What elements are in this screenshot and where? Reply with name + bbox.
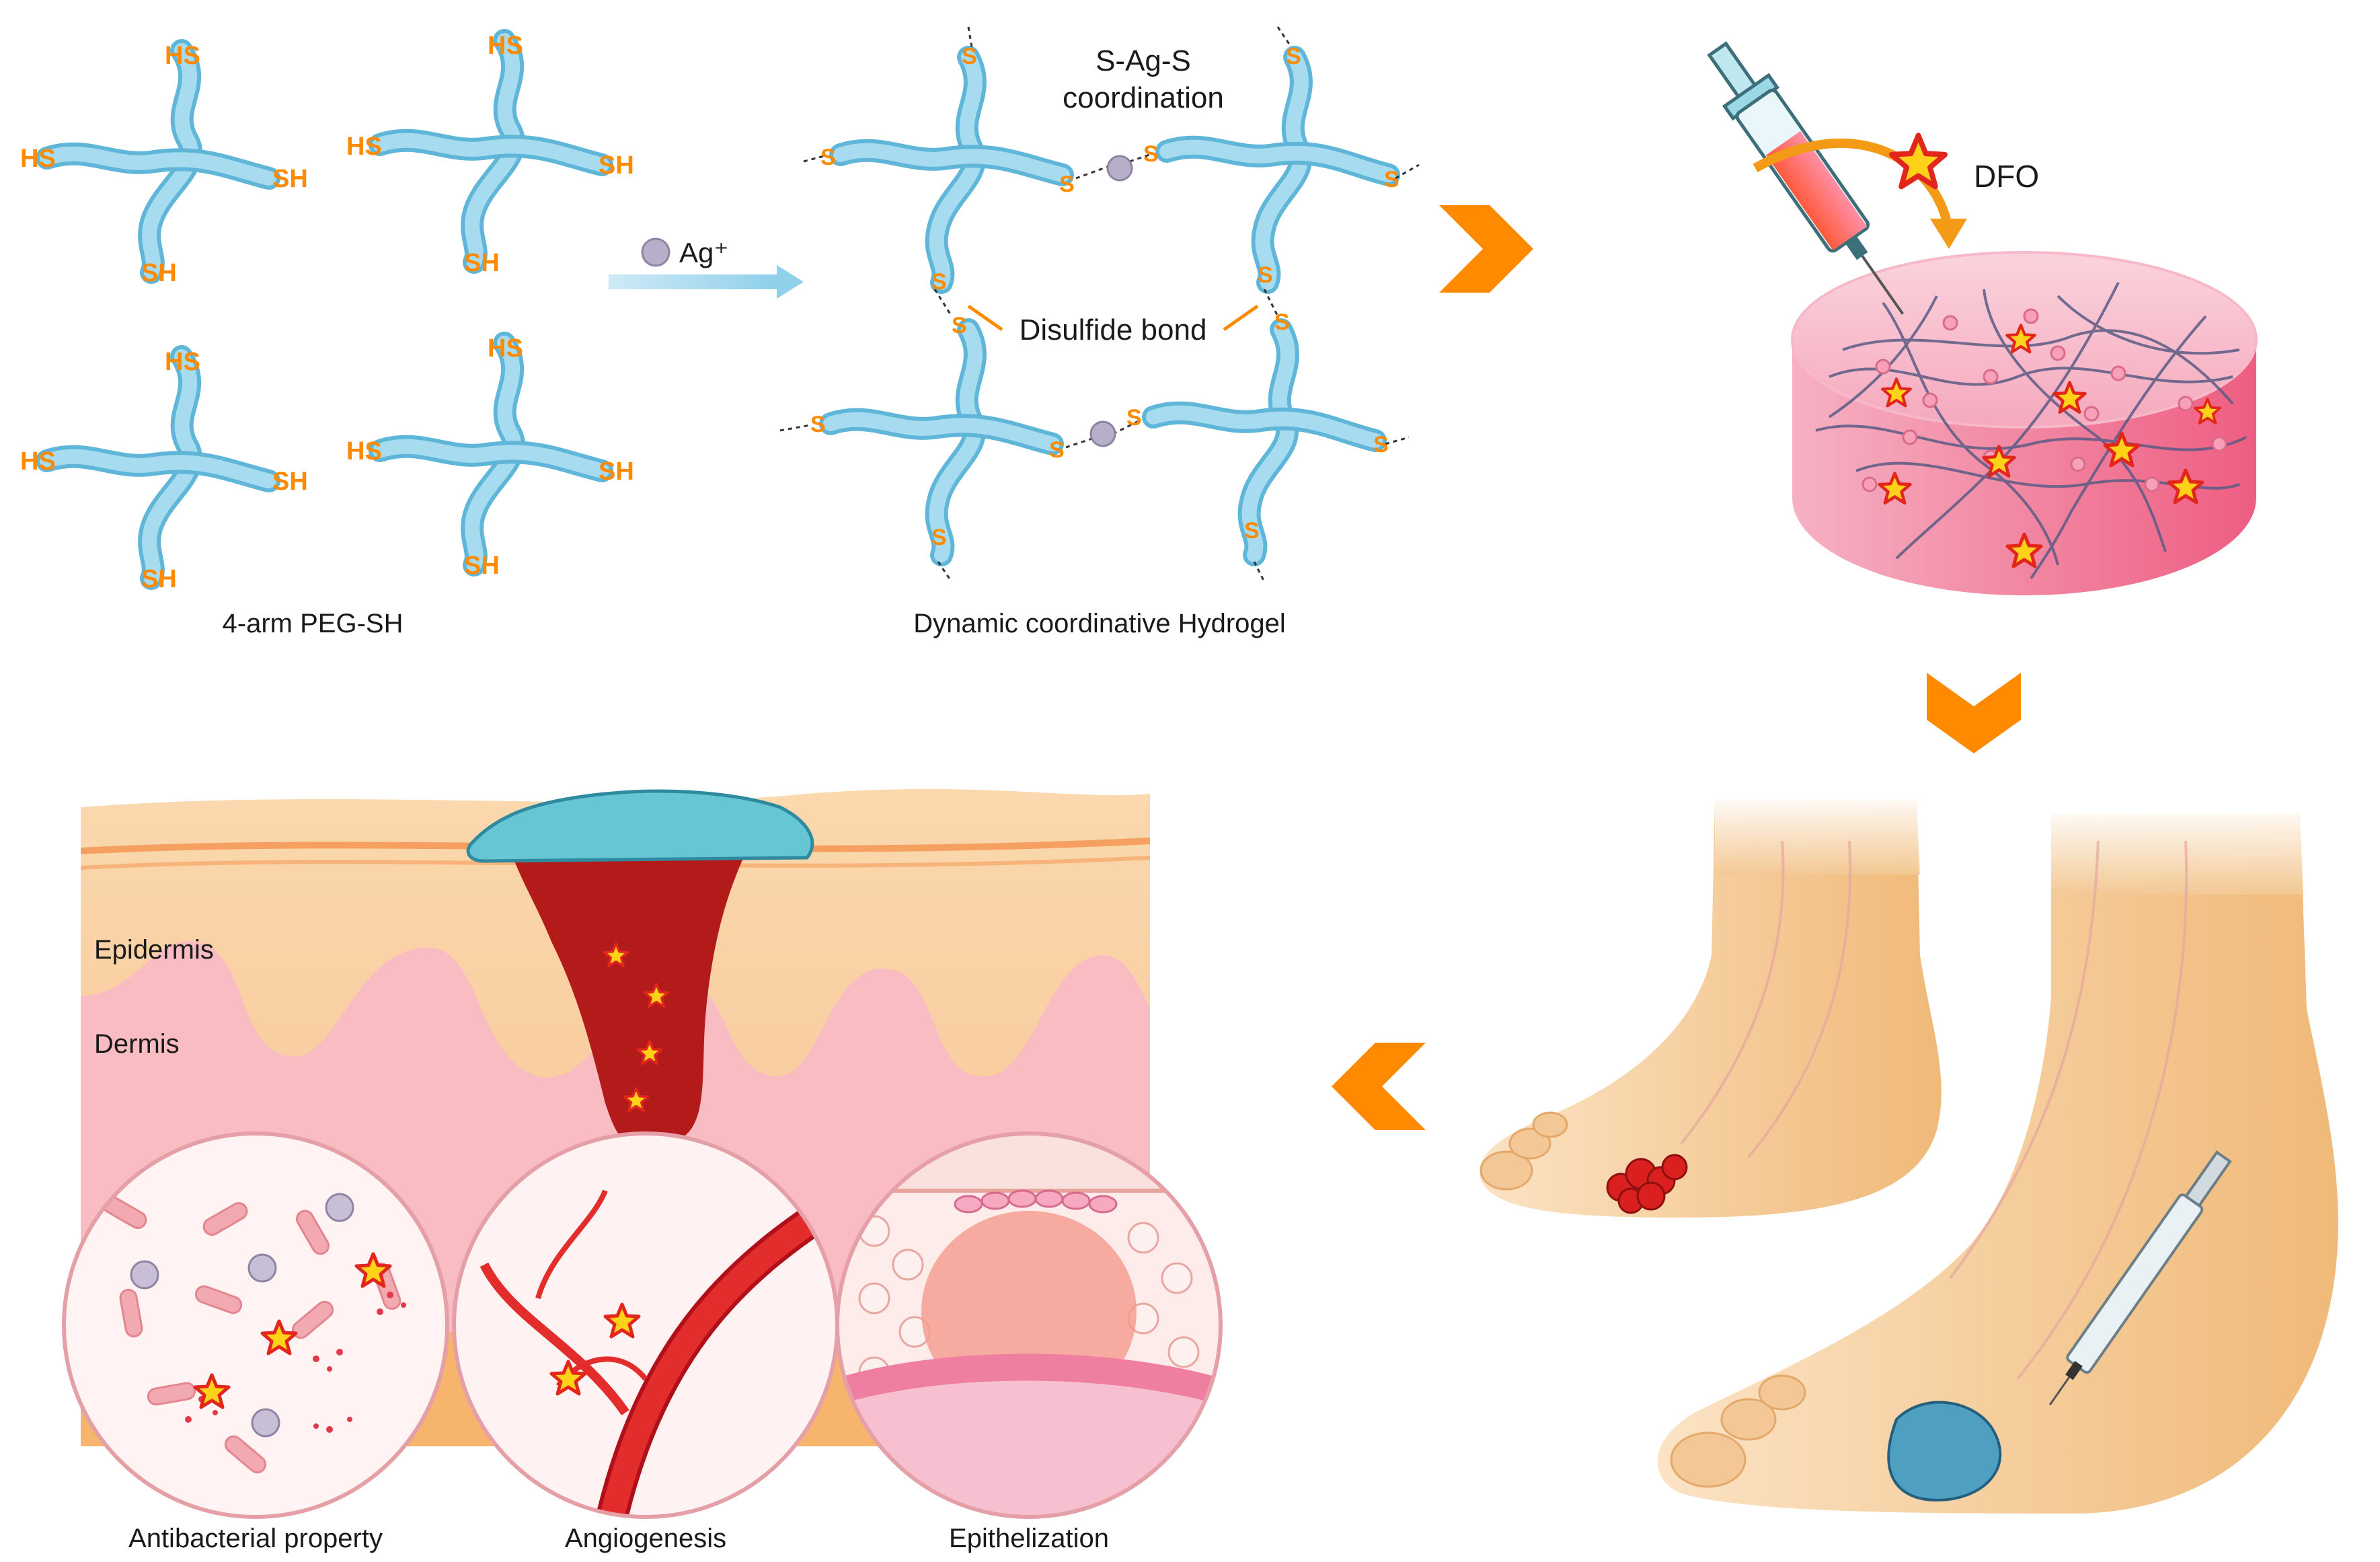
- pointer-arrow: [1223, 304, 1259, 332]
- inset-label: Angiogenesis: [565, 1524, 726, 1553]
- peg-molecules: HS HS SH SH HS HS SH SH HS HS SH SH HS H…: [20, 29, 634, 638]
- hydrogel-disc: [1791, 251, 2258, 595]
- sulfur-label: S: [1258, 262, 1273, 288]
- silver-ion-icon: [641, 237, 670, 267]
- sulfur-label: S: [1373, 432, 1389, 457]
- sulfur-label: S: [1049, 437, 1065, 463]
- thiol-label: HS: [488, 32, 523, 60]
- silver-ion-icon: [1106, 155, 1133, 182]
- wound-bed: [511, 851, 746, 1146]
- sulfur-label: S: [810, 412, 826, 437]
- thiol-label: SH: [272, 165, 308, 193]
- epidermis-label: Epidermis: [94, 935, 214, 965]
- sulfur-label: S: [1059, 172, 1075, 197]
- network-molecule: [829, 46, 1074, 294]
- thiol-label: SH: [464, 552, 500, 580]
- peg-molecule-4: [369, 332, 613, 577]
- ag-arrow: Ag⁺: [609, 237, 804, 299]
- peg-molecule-2: [369, 29, 613, 274]
- sulfur-label: S: [931, 269, 947, 295]
- coordination-label-line1: S-Ag-S: [1096, 44, 1191, 77]
- thiol-label: SH: [141, 565, 177, 593]
- chevron-down-icon: [1927, 673, 2021, 753]
- coordination-label-line2: coordination: [1063, 81, 1224, 114]
- thiol-label: HS: [346, 133, 382, 161]
- sulfur-label: S: [1143, 141, 1159, 167]
- network-molecule: [1142, 318, 1387, 566]
- foot-illustration: [1480, 801, 2338, 1514]
- network-molecule: [1155, 46, 1400, 294]
- thiol-label: HS: [165, 42, 200, 70]
- chevron-right-icon: [1439, 205, 1533, 293]
- thiol-label: HS: [20, 145, 56, 173]
- thiol-label: SH: [272, 468, 308, 496]
- peg-molecule-3: [36, 345, 280, 590]
- sulfur-label: S: [1286, 44, 1301, 69]
- sulfur-label: S: [1384, 167, 1399, 192]
- network-molecule: [819, 318, 1064, 566]
- sulfur-label: S: [820, 145, 836, 170]
- sulfur-label: S: [1274, 309, 1290, 335]
- pointer-arrow: [967, 304, 1003, 332]
- dfo-star-icon: [1892, 135, 1945, 186]
- thiol-label: SH: [141, 259, 177, 287]
- dfo-label: DFO: [1974, 159, 2039, 194]
- syringe-icon: [1707, 41, 1905, 315]
- ag-label: Ag⁺: [679, 237, 729, 268]
- hydrogel-network: S S S S S S S S S S S S S S S S S-Ag-S c…: [779, 26, 1420, 638]
- sulfur-label: S: [1126, 405, 1142, 431]
- thiol-label: HS: [346, 437, 382, 466]
- inset-epithelization: Epithelization: [835, 1131, 1223, 1553]
- thiol-label: SH: [464, 249, 500, 277]
- dermis-label: Dermis: [94, 1029, 180, 1059]
- inset-label: Antibacterial property: [128, 1524, 383, 1553]
- injection-arrow: [1753, 139, 1952, 223]
- wound-ulcer: [1606, 1154, 1688, 1214]
- sulfur-label: S: [962, 44, 977, 69]
- thiol-label: HS: [165, 348, 200, 376]
- thiol-label: SH: [599, 457, 634, 486]
- sulfur-label: S: [1244, 518, 1260, 544]
- thiol-label: HS: [20, 447, 56, 476]
- sulfur-label: S: [931, 525, 947, 550]
- thiol-label: HS: [488, 334, 523, 363]
- chevron-left-icon: [1332, 1043, 1426, 1130]
- silver-ion-icon: [1089, 420, 1116, 447]
- inset-label: Epithelization: [949, 1524, 1109, 1553]
- thiol-label: SH: [599, 151, 634, 180]
- peg-molecule-1: [36, 39, 280, 284]
- disulfide-label: Disulfide bond: [1020, 313, 1207, 346]
- inset-antibacterial: Antibacterial property: [62, 1131, 449, 1553]
- syringe-icon: [2048, 1150, 2232, 1406]
- hydrogel-dressing: [1887, 1401, 2002, 1502]
- sulfur-label: S: [952, 313, 967, 338]
- hydrogel-dressing: [466, 789, 814, 863]
- inset-angiogenesis: Angiogenesis: [452, 1131, 839, 1553]
- hydrogel-label: Dynamic coordinative Hydrogel: [913, 609, 1286, 638]
- peg-label: 4-arm PEG-SH: [223, 609, 404, 638]
